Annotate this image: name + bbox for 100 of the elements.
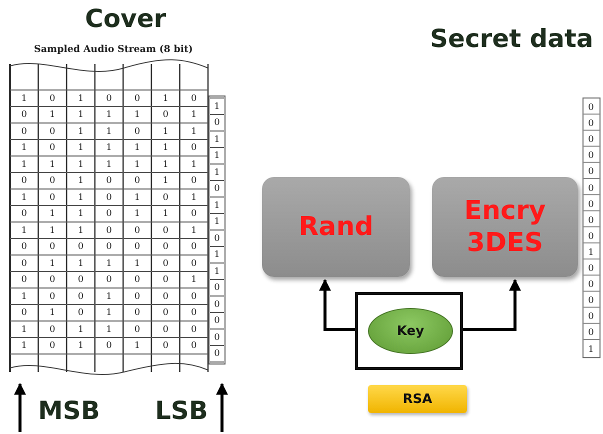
bit-value: 1 xyxy=(133,160,142,170)
bit-value: 1 xyxy=(162,94,170,104)
bit-value: 0 xyxy=(105,94,113,104)
bit-value: 1 xyxy=(20,143,28,153)
bit-value: 0 xyxy=(587,296,595,306)
process-box xyxy=(432,177,578,277)
bit-value: 1 xyxy=(213,134,221,144)
bit-value: 0 xyxy=(162,275,170,285)
bit-value: 0 xyxy=(48,143,56,153)
bit-value: 0 xyxy=(190,143,198,153)
bit-value: 0 xyxy=(20,110,28,120)
bit-value: 0 xyxy=(133,308,142,318)
bit-value: 1 xyxy=(76,324,85,334)
bit-value: 0 xyxy=(48,324,56,334)
bit-value: 0 xyxy=(48,292,56,302)
bit-value: 0 xyxy=(162,226,170,236)
bit-value: 0 xyxy=(162,292,170,302)
bit-value: 0 xyxy=(48,192,56,202)
bit-value: 1 xyxy=(162,126,170,136)
bit-value: 0 xyxy=(190,176,198,186)
bit-value: 0 xyxy=(133,226,142,236)
bit-value: 0 xyxy=(162,324,170,334)
bit-value: 1 xyxy=(162,176,170,186)
bit-value: 1 xyxy=(105,160,113,170)
bit-value: 0 xyxy=(190,242,198,252)
bit-value: 1 xyxy=(190,126,198,136)
bit-value: 0 xyxy=(213,316,221,326)
bit-value: 0 xyxy=(20,242,28,252)
bit-value: 0 xyxy=(105,192,113,202)
bit-value: 0 xyxy=(133,94,142,104)
bit-value: 1 xyxy=(133,341,142,351)
bit-value: 1 xyxy=(48,258,56,268)
bit-value: 0 xyxy=(48,94,56,104)
bit-value: 1 xyxy=(105,308,113,318)
bit-value: 1 xyxy=(213,102,221,112)
bit-value: 0 xyxy=(587,264,595,274)
bit-value: 1 xyxy=(20,160,28,170)
bit-value: 1 xyxy=(133,209,142,219)
bit-value: 1 xyxy=(20,292,28,302)
section-heading: Cover xyxy=(85,4,166,34)
bit-value: 1 xyxy=(76,226,85,236)
bit-value: 1 xyxy=(190,110,198,120)
section-heading: Secret data xyxy=(430,24,594,54)
bit-value: 0 xyxy=(105,226,113,236)
bit-value: 0 xyxy=(133,292,142,302)
bit-value: 1 xyxy=(76,176,85,186)
bit-value: 0 xyxy=(587,216,595,226)
bit-value: 0 xyxy=(587,312,595,322)
bit-value: 1 xyxy=(190,160,198,170)
bit-value: 0 xyxy=(105,209,113,219)
bit-value: 1 xyxy=(20,192,28,202)
bit-value: 0 xyxy=(587,200,595,210)
bit-value: 0 xyxy=(105,242,113,252)
bit-value: 1 xyxy=(76,341,85,351)
bit-value: 1 xyxy=(190,226,198,236)
bit-value: 0 xyxy=(587,151,595,162)
bit-value: 1 xyxy=(587,344,595,354)
bit-value: 0 xyxy=(48,176,56,186)
key-label: Key xyxy=(396,324,424,338)
bit-value: 1 xyxy=(213,151,221,161)
bit-value: 0 xyxy=(20,126,28,136)
bit-value: 1 xyxy=(162,143,170,153)
bit-value: 1 xyxy=(76,160,85,170)
bit-value: 1 xyxy=(213,266,221,276)
bit-value: 1 xyxy=(190,275,198,285)
bit-value: 0 xyxy=(190,292,198,302)
bit-value: 1 xyxy=(48,209,56,219)
bit-value: 0 xyxy=(48,341,56,351)
key-frame xyxy=(355,292,463,370)
bit-value: 1 xyxy=(587,248,595,258)
bit-value: 0 xyxy=(162,110,170,120)
arrow xyxy=(14,382,26,432)
bit-value: 1 xyxy=(20,324,28,334)
arrow xyxy=(319,278,355,331)
arrow xyxy=(463,278,521,331)
bit-value: 0 xyxy=(162,258,170,268)
bit-label: MSB xyxy=(38,396,100,426)
bit-value: 0 xyxy=(190,209,198,219)
bit-value: 0 xyxy=(20,275,28,285)
process-box xyxy=(262,177,410,277)
bit-value: 1 xyxy=(105,110,113,120)
bit-value: 1 xyxy=(213,200,221,210)
bit-value: 1 xyxy=(76,110,85,120)
bit-value: 0 xyxy=(162,192,170,202)
bit-value: 0 xyxy=(162,341,170,351)
bit-value: 1 xyxy=(162,209,170,219)
bit-value: 0 xyxy=(587,135,595,146)
bit-value: 1 xyxy=(76,209,85,219)
bit-value: 1 xyxy=(105,126,113,136)
bit-value: 1 xyxy=(48,160,56,170)
bit-value: 0 xyxy=(76,242,85,252)
bit-value: 1 xyxy=(76,94,85,104)
bit-value: 1 xyxy=(133,258,142,268)
box-label: Rand xyxy=(298,211,374,243)
bit-value: 1 xyxy=(48,226,56,236)
bit-value: 0 xyxy=(587,103,595,113)
bit-value: 0 xyxy=(48,242,56,252)
bit-value: 1 xyxy=(20,341,28,351)
bit-value: 1 xyxy=(213,250,221,260)
bit-value: 0 xyxy=(162,308,170,318)
